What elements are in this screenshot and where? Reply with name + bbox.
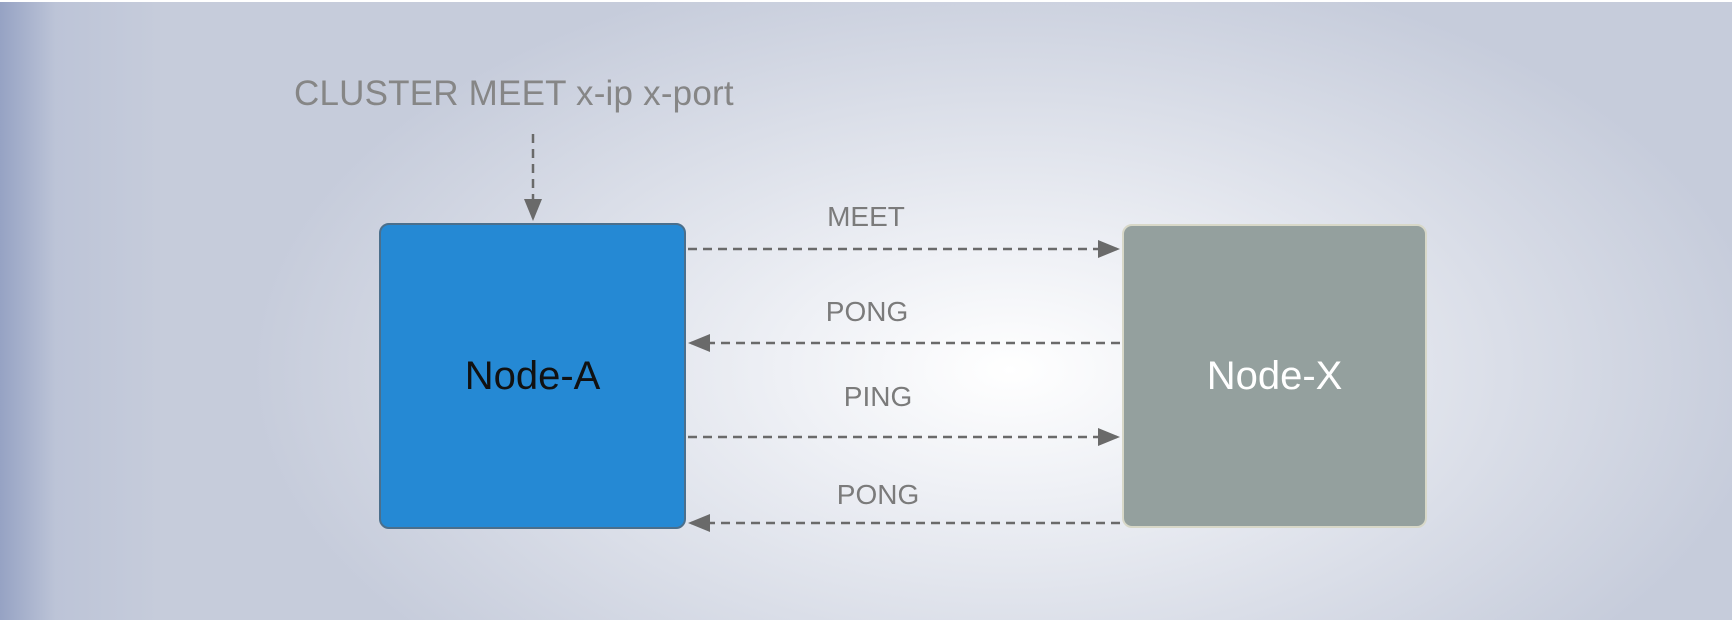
cluster-meet-command-label: CLUSTER MEET x-ip x-port bbox=[294, 74, 734, 113]
bottom-border bbox=[0, 620, 1732, 622]
node-x-box: Node-X bbox=[1122, 224, 1427, 528]
node-a-label: Node-A bbox=[464, 353, 601, 398]
ping-label: PING bbox=[843, 381, 913, 412]
top-border bbox=[0, 0, 1732, 2]
node-a-box: Node-A bbox=[379, 223, 686, 529]
pong-label-2: PONG bbox=[836, 479, 920, 510]
node-x-label: Node-X bbox=[1206, 353, 1343, 398]
pong-label-1: PONG bbox=[825, 296, 909, 327]
meet-label: MEET bbox=[827, 201, 905, 232]
